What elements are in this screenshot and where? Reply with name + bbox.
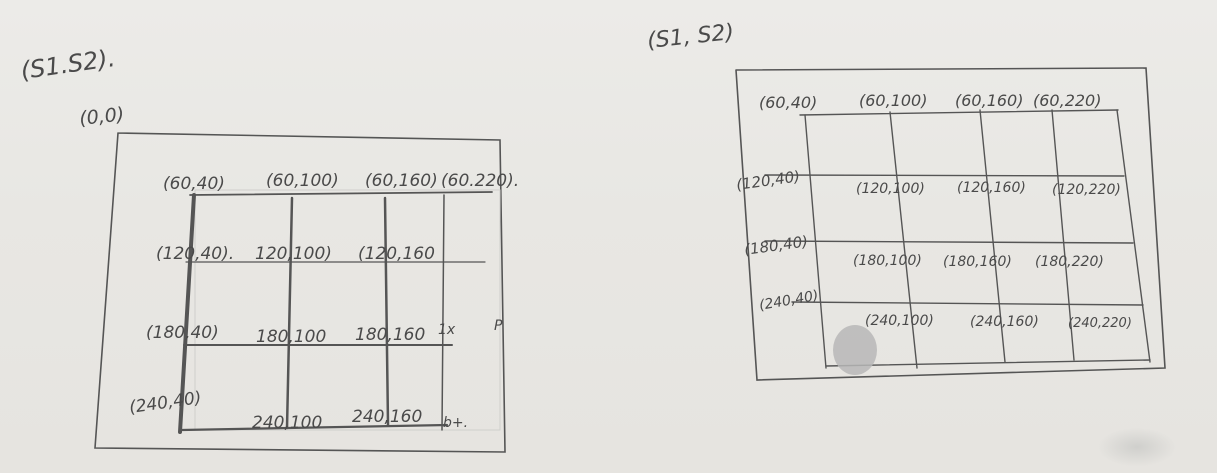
- right-label-r3c3: (180,160): [943, 254, 1012, 270]
- right-frame: [735, 67, 1166, 381]
- left-grid-vline-1: [178, 193, 196, 434]
- left-frame: [94, 132, 506, 453]
- right-grid-vline-4: [1051, 109, 1075, 361]
- right-label-r2c2: (120,100): [856, 181, 925, 197]
- left-origin: (0,0): [78, 103, 125, 130]
- left-grid-vline-3: [383, 196, 390, 427]
- right-label-r3c2: (180,100): [853, 253, 922, 269]
- right-grid-hline-5: [825, 359, 1151, 367]
- right-smudge: [833, 325, 877, 375]
- left-label-r1c3: (60,160): [365, 171, 438, 191]
- right-label-r4c1: (240,40): [758, 288, 820, 314]
- left-label-r3c1: (180,40): [146, 323, 219, 343]
- left-grid-hline-4: [180, 423, 449, 432]
- right-grid-hline-2: [764, 174, 1125, 177]
- right-grid-hline-4: [791, 301, 1144, 306]
- left-edge-mark: P: [494, 318, 503, 334]
- left-label-r4-tail: b+.: [443, 415, 468, 431]
- left-inner-box: [194, 189, 501, 431]
- left-label-r4c3: 240,160: [352, 407, 422, 427]
- left-label-r2c3: (120,160: [358, 244, 435, 264]
- right-header: (S1, S2): [646, 20, 735, 54]
- left-label-r3-tail: 1x: [438, 322, 456, 338]
- right-label-r1c4: (60,220): [1033, 91, 1101, 110]
- right-label-r4c4: (240,220): [1068, 316, 1132, 331]
- right-sketch: (S1, S2) (60,40) (60,100) (60,160) (60,2…: [646, 20, 1166, 381]
- left-grid-vline-2: [285, 196, 294, 430]
- left-label-r2c1: (120,40).: [156, 244, 234, 264]
- right-label-r4c3: (240,160): [970, 314, 1039, 330]
- left-label-r3c2: 180,100: [256, 327, 326, 347]
- right-label-r4c2: (240,100): [865, 313, 934, 329]
- right-grid-vline-5: [1116, 109, 1151, 363]
- right-grid-hline-1: [799, 109, 1119, 116]
- left-header: (S1.S2).: [19, 44, 117, 85]
- left-label-r1c4: (60.220).: [441, 171, 519, 191]
- right-grid-vline-3: [979, 109, 1006, 363]
- right-label-r3c4: (180,220): [1035, 254, 1104, 270]
- right-label-r1c1: (60,40): [759, 93, 817, 112]
- right-label-r2c4: (120,220): [1052, 182, 1121, 198]
- left-label-r3c3: 180,160: [355, 325, 425, 345]
- right-label-r3c1: (180,40): [743, 232, 809, 259]
- shadow-smudge: [1097, 427, 1177, 467]
- left-label-r2c2: 120,100): [255, 244, 332, 264]
- right-label-r2c3: (120,160): [957, 180, 1026, 196]
- right-label-r2c1: (120,40): [735, 167, 801, 194]
- right-label-r1c3: (60,160): [955, 91, 1023, 110]
- right-label-r1c2: (60,100): [859, 91, 927, 110]
- left-label-r1c2: (60,100): [266, 171, 339, 191]
- left-label-r4c2: 240,100: [252, 413, 322, 433]
- left-grid-vline-4: [441, 194, 445, 431]
- right-grid-hline-3: [764, 240, 1134, 244]
- left-label-r1c1: (60,40): [163, 174, 225, 194]
- right-grid-vline-2: [889, 111, 918, 369]
- left-sketch: (S1.S2). (0,0) (60,40) (60,100) (60,160)…: [19, 44, 519, 453]
- left-grid-hline-1: [189, 191, 493, 196]
- left-label-r4c1: (240,40): [128, 388, 203, 418]
